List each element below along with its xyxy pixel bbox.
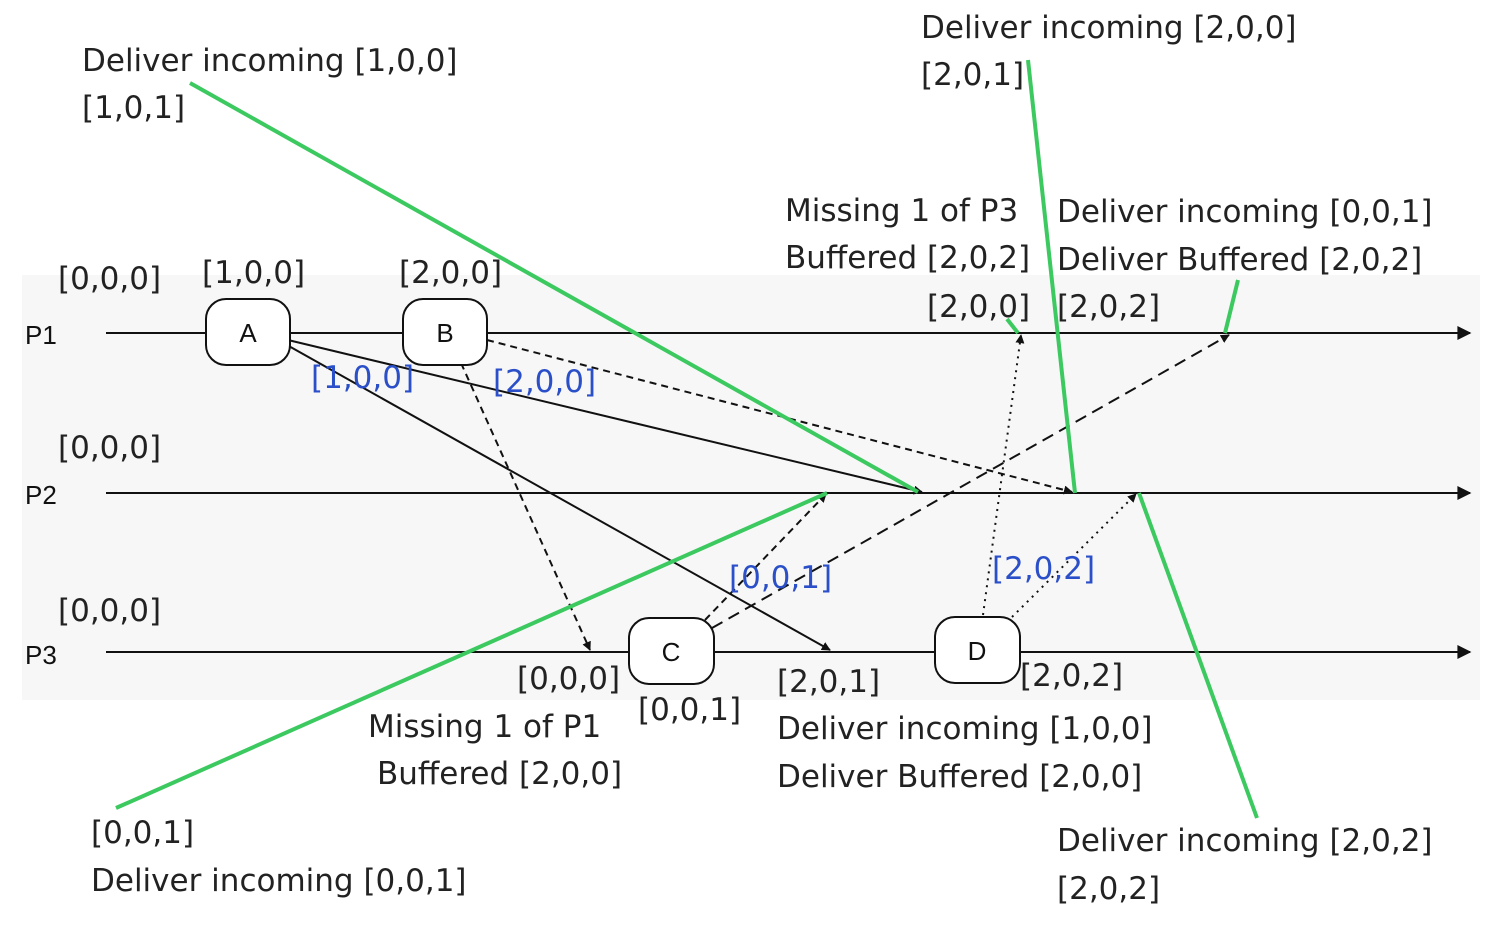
message-label-c: [0,0,1] (729, 560, 832, 596)
annotation-line: Buffered [2,0,0] (377, 756, 622, 792)
annotation-p3-missing: Missing 1 of P1 Buffered [2,0,0] (368, 709, 622, 792)
callout-line-p2-001 (115, 491, 828, 810)
annotation-line: Deliver incoming [1,0,0] (777, 711, 1153, 747)
event-b-label: B (436, 318, 453, 348)
p3-clock-receive-a: [2,0,1] (777, 664, 880, 700)
p1-initial-clock: [0,0,0] (58, 261, 161, 297)
annotation-p1-missing: Missing 1 of P3 Buffered [2,0,2] [2,0,0] (785, 193, 1030, 325)
message-a-to-p3 (286, 344, 831, 651)
process-label-p3: P3 (25, 640, 57, 670)
annotation-line: [2,0,2] (1057, 289, 1160, 325)
annotation-line: [1,0,1] (82, 90, 185, 126)
annotation-line: Missing 1 of P3 (785, 193, 1018, 229)
message-c-to-p1 (711, 334, 1230, 629)
message-d-to-p2 (1011, 493, 1137, 618)
p3-clock-before-c: [0,0,0] (517, 661, 620, 697)
message-c-to-p2 (704, 493, 827, 621)
event-a: A (205, 298, 291, 366)
event-c-clock: [0,0,1] (638, 692, 741, 728)
annotation-line: Missing 1 of P1 (368, 709, 601, 745)
annotation-p3-deliver: Deliver incoming [1,0,0] Deliver Buffere… (777, 711, 1153, 795)
annotation-p2-deliver-202: Deliver incoming [2,0,2] [2,0,2] (1057, 823, 1433, 907)
annotation-p2-deliver-100: Deliver incoming [1,0,0] [1,0,1] (82, 43, 458, 126)
message-a-to-p2 (287, 339, 923, 495)
message-label-a: [1,0,0] (311, 360, 414, 396)
event-d: D (934, 616, 1021, 684)
annotation-line: [2,0,1] (921, 57, 1024, 93)
annotation-line: [0,0,1] (91, 815, 194, 851)
annotation-line: [2,0,2] (1057, 871, 1160, 907)
event-c-label: C (662, 637, 681, 667)
callout-line-p2-200 (1026, 59, 1077, 494)
annotation-p2-deliver-200: Deliver incoming [2,0,0] [2,0,1] (921, 10, 1297, 93)
annotation-line: Deliver Buffered [2,0,0] (777, 759, 1142, 795)
event-d-clock: [2,0,2] (1020, 658, 1123, 694)
event-d-label: D (968, 636, 987, 666)
annotation-line: Deliver incoming [2,0,0] (921, 10, 1297, 46)
annotation-line: Deliver incoming [0,0,1] (91, 863, 467, 899)
callout-line-p1-missing (1005, 317, 1020, 335)
callout-line-p2-100 (189, 81, 919, 494)
message-b-to-p3 (460, 362, 591, 651)
event-a-clock: [1,0,0] (202, 255, 305, 291)
callout-line-p2-202 (1137, 492, 1259, 819)
event-b-clock: [2,0,0] (399, 255, 502, 291)
annotation-line: Deliver incoming [1,0,0] (82, 43, 458, 79)
event-b: B (402, 298, 488, 366)
annotation-line: Deliver incoming [0,0,1] (1057, 194, 1433, 230)
annotation-line: [2,0,0] (927, 289, 1030, 325)
message-label-b: [2,0,0] (493, 364, 596, 400)
p2-initial-clock: [0,0,0] (58, 430, 161, 466)
p3-initial-clock: [0,0,0] (58, 593, 161, 629)
event-c: C (628, 617, 715, 685)
annotation-line: Deliver incoming [2,0,2] (1057, 823, 1433, 859)
annotation-p1-deliver: Deliver incoming [0,0,1] Deliver Buffere… (1057, 194, 1433, 325)
callout-line-p1-deliver (1223, 279, 1240, 334)
event-a-label: A (239, 318, 257, 348)
process-label-p2: P2 (25, 480, 57, 510)
annotation-line: Buffered [2,0,2] (785, 240, 1030, 276)
annotation-line: Deliver Buffered [2,0,2] (1057, 242, 1422, 278)
process-label-p1: P1 (25, 320, 57, 350)
annotation-p2-deliver-001: [0,0,1] Deliver incoming [0,0,1] (91, 815, 467, 899)
message-label-d: [2,0,2] (992, 551, 1095, 587)
message-d-to-p1 (982, 334, 1025, 616)
